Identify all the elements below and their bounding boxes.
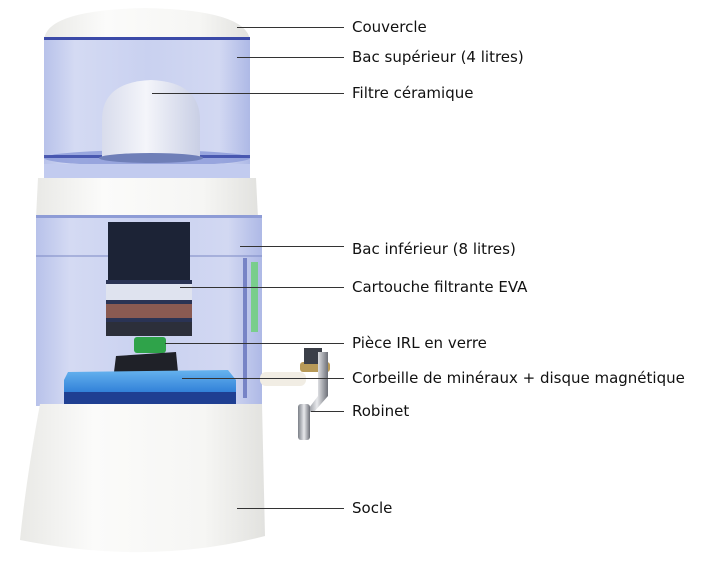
label-bac-inferieur: Bac inférieur (8 litres) xyxy=(352,240,516,258)
label-filtre-ceramique: Filtre céramique xyxy=(352,84,474,102)
ceramic-filter xyxy=(99,80,203,163)
leader-line-socle xyxy=(237,508,344,509)
leader-line-cartouche-eva xyxy=(180,287,344,288)
label-couvercle: Couvercle xyxy=(352,18,427,36)
faucet xyxy=(260,348,330,440)
leader-line-bac-inferieur xyxy=(240,246,344,247)
label-bac-superieur: Bac supérieur (4 litres) xyxy=(352,48,524,66)
leader-line-corbeille-mineraux xyxy=(182,378,344,379)
label-piece-irl: Pièce IRL en verre xyxy=(352,334,487,352)
leader-line-robinet xyxy=(311,411,344,412)
mineral-basket xyxy=(64,370,236,408)
leader-line-piece-irl xyxy=(165,343,344,344)
label-socle: Socle xyxy=(352,499,393,517)
label-corbeille-mineraux: Corbeille de minéraux + disque magnétiqu… xyxy=(352,369,685,387)
base xyxy=(20,404,265,553)
middle-band xyxy=(36,178,258,218)
label-cartouche-eva: Cartouche filtrante EVA xyxy=(352,278,528,296)
leader-line-couvercle xyxy=(237,27,344,28)
leader-line-bac-superieur xyxy=(237,57,344,58)
eva-cartridge xyxy=(106,222,192,336)
leader-line-filtre-ceramique xyxy=(152,93,344,94)
irl-glass-piece xyxy=(114,337,178,372)
lid xyxy=(44,8,250,40)
label-robinet: Robinet xyxy=(352,402,410,420)
